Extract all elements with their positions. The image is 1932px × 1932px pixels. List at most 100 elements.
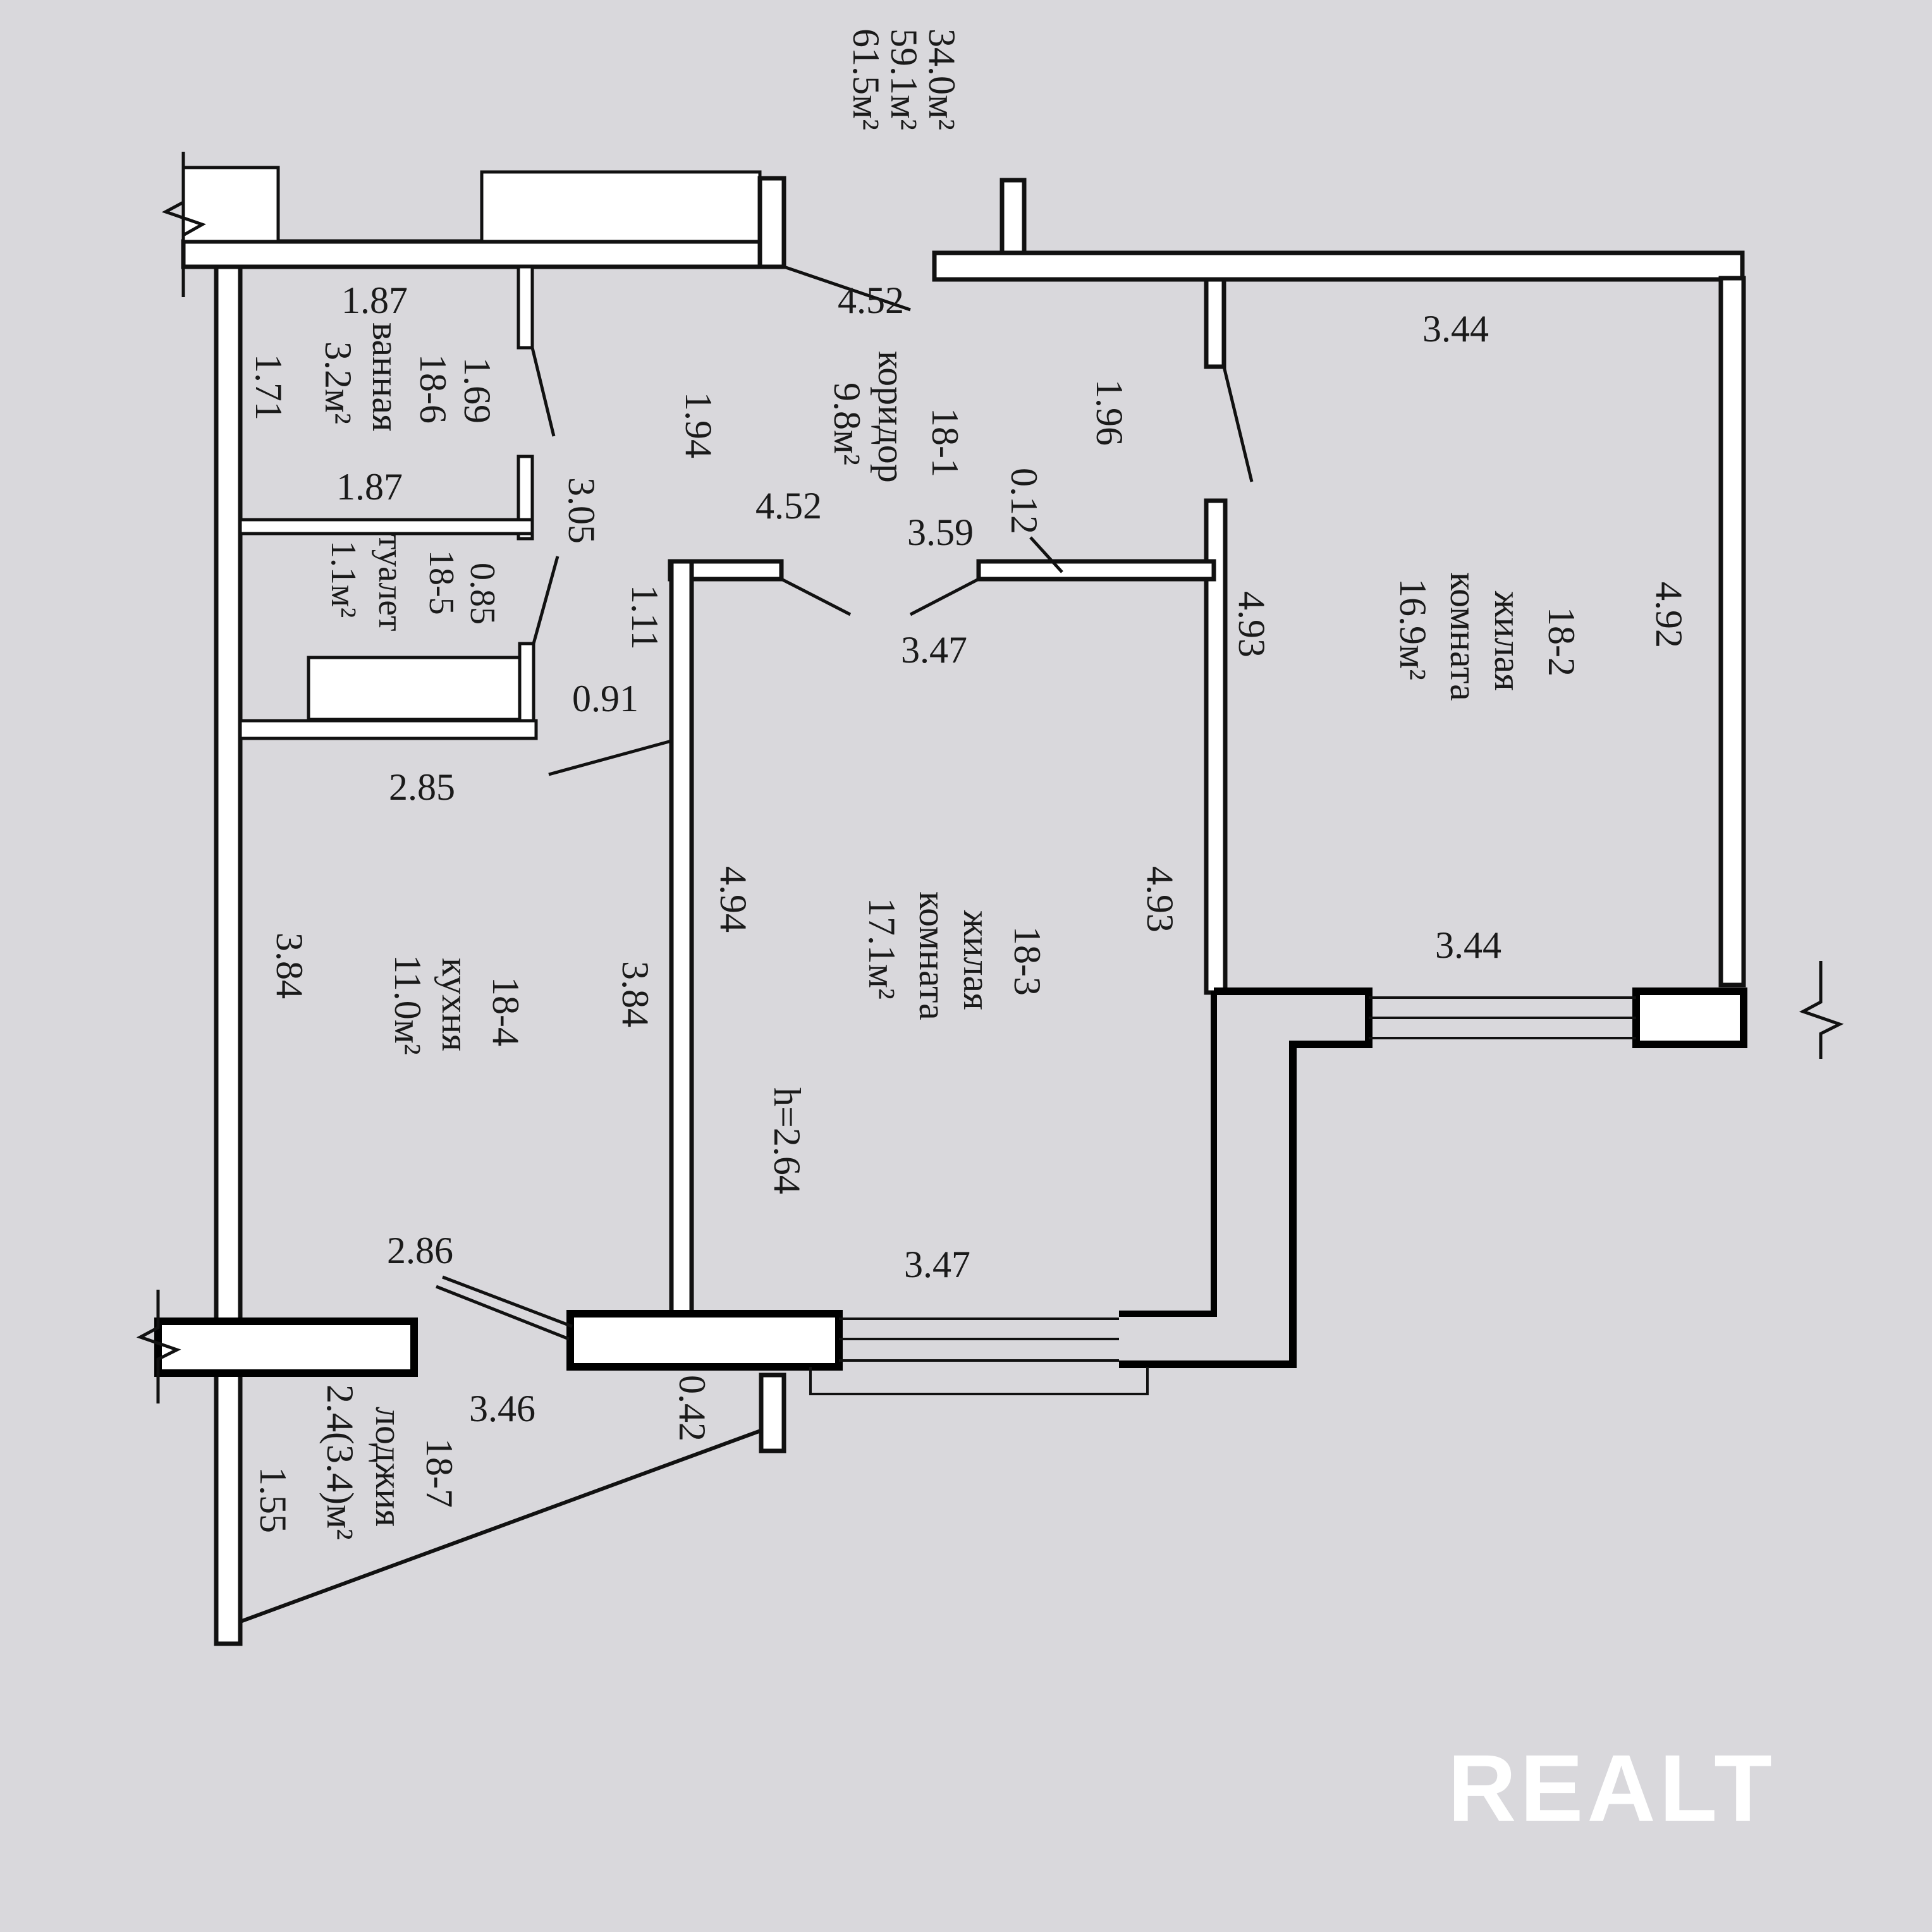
outer-wall-top-right [932,250,1745,282]
top-stub-column [757,176,786,269]
corridor-id: 18-1 [924,408,966,477]
dim-kitchen-left: 3.84 [269,932,310,999]
dim-corridor-bottom: 4.52 [755,485,822,527]
wall-room3-top-right [976,559,1216,582]
dim-bath-bottom: 1.87 [336,466,403,508]
dim-kitchen-bottom: 2.86 [387,1230,453,1271]
kitchen-name: кухня [434,958,476,1051]
wall-room2-room3 [1204,498,1228,995]
wall-block-loggia-left [154,1318,418,1377]
wall-block-room3-window-left [566,1310,843,1371]
room3-id: 18-3 [1006,926,1048,996]
wall-bath-toilet [238,518,534,535]
dim-kitchen-right: 3.84 [614,961,656,1027]
door-room2 [1222,366,1254,482]
break-marks [136,152,1844,1403]
outer-contour-heavy [1119,987,1373,1368]
dim-kitchen-top: 2.85 [389,766,455,808]
room2-id: 18-2 [1541,607,1582,676]
top-stub-right [1000,178,1027,255]
balcony-door-line2 [442,1275,573,1328]
loggia-right-post [759,1373,786,1453]
toilet-fixture-block [307,656,522,721]
door-kitchen [548,739,672,776]
dim-corridor-right: 1.96 [1089,379,1130,446]
wall-bath-corridor-upper [517,265,534,350]
top-stub-left [181,166,280,243]
total-area: 59.1м² [883,28,925,130]
room3-name-2: комната [912,891,953,1020]
door-entrance [783,265,911,312]
door-toilet [532,556,559,644]
dim-loggia-top: 3.46 [469,1388,535,1429]
toilet-name: туалет [371,534,410,632]
realt-watermark-logo: REALT [1448,1735,1776,1841]
niche-mark [1029,536,1063,573]
loggia-diagonal-wall [239,1428,764,1623]
loggia-id: 18-7 [419,1438,460,1508]
dim-room2-left: 4.93 [1231,591,1273,657]
room2-name-1: жилая [1487,590,1529,691]
balcony-door-line1 [436,1285,570,1341]
dim-bath-left: 1.71 [248,354,290,420]
corridor-name: коридор [871,351,912,483]
dim-loggia-right: 0.42 [671,1375,713,1441]
bath-id: 18-6 [412,354,454,424]
break-mark-right [1799,961,1844,1059]
door-room3-left-leaf [780,577,852,616]
dim-corridor-0-91: 0.91 [572,678,639,719]
kitchen-area: 11.0м² [387,955,429,1055]
window-room3-sill [809,1367,1149,1395]
room3-area: 17.1м² [861,898,903,1000]
dim-niche: 0.12 [1003,468,1045,534]
top-stub-mid [480,170,762,243]
bath-name: ванная [365,322,407,432]
break-mark-bottom-left [136,1290,181,1403]
room3-height: h=2.64 [766,1087,808,1194]
doors [239,265,1254,1623]
wall-kitchen-room3 [669,559,694,1316]
dim-corridor-top: 4.52 [838,279,904,321]
room2-name-2: комната [1443,572,1484,701]
dim-bath-top: 1.87 [341,279,408,321]
loggia-name: лоджия [368,1407,410,1527]
dim-corridor-3-05: 3.05 [561,477,602,544]
dim-room3-bottom: 3.47 [904,1244,970,1285]
labels: 34.0м² 59.1м² 61.5м² 18-1 коридор 9.8м² … [248,28,1690,1540]
outer-wall-right [1718,276,1746,987]
dim-bath-right: 1.69 [456,357,498,424]
bath-area: 3.2м² [317,341,359,424]
dim-room3-left: 4.94 [712,866,754,932]
room3-name-1: жилая [956,910,998,1010]
outer-wall-top-left [181,239,786,269]
corridor-area: 9.8м² [826,382,868,465]
wall-toilet-kitchen [238,719,538,740]
toilet-width: 0.85 [463,563,502,625]
break-mark-top-left [161,152,207,297]
loggia-area: 2.4(3.4)м² [319,1385,361,1540]
dim-room3-top: 3.47 [901,629,967,671]
total-living-area: 34.0м² [921,28,963,130]
dim-corridor-mid: 3.59 [907,511,974,553]
dim-corridor-1-11: 1.11 [624,585,666,650]
door-room3-right-leaf [909,577,980,616]
wall-block-room2-window-right [1632,987,1747,1048]
dim-room2-right: 4.92 [1648,582,1690,648]
room2-area: 16.9м² [1392,578,1434,680]
dim-room3-right: 4.93 [1139,866,1181,932]
walls [154,166,1747,1646]
kitchen-id: 18-4 [485,977,527,1046]
dim-loggia-left: 1.55 [252,1467,294,1533]
toilet-id: 18-5 [422,550,461,615]
wall-room2-corridor-upper [1204,277,1226,369]
toilet-area: 1.1м² [324,541,363,618]
door-bathroom [530,347,556,437]
outer-contour-inner [1119,991,1217,1317]
windows [809,996,1636,1395]
dim-corridor-left: 1.94 [678,392,719,458]
dim-room2-top: 3.44 [1422,308,1489,350]
total-area-with-loggia: 61.5м² [845,28,887,130]
outer-wall-left [214,263,243,1646]
